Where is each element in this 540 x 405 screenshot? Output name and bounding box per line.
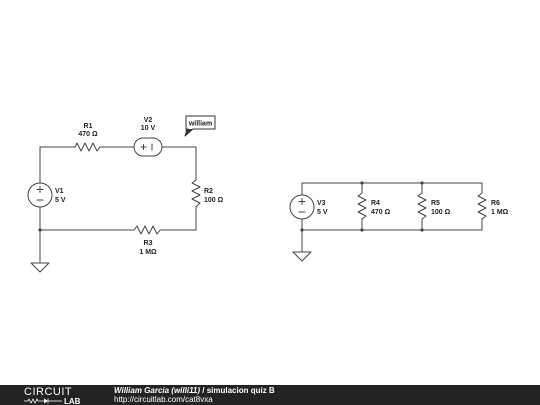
logo-top-text: CIRCUIT (24, 386, 72, 398)
footer-text: William Garcia (willi11) / simulacion qu… (114, 386, 275, 404)
v1-value: 5 V (55, 197, 66, 204)
r2-resistor[interactable] (191, 179, 201, 211)
r2-value: 100 Ω (204, 197, 224, 204)
v3-name: V3 (317, 200, 326, 207)
footer-bar: CIRCUIT LAB William Garcia (willi11) / s… (0, 385, 540, 405)
r1-resistor[interactable] (74, 142, 103, 152)
circuit-url[interactable]: http://circuitlab.com/cat8vxa (114, 395, 213, 404)
v2-name: V2 (144, 117, 153, 124)
logo-diode-icon (44, 398, 48, 404)
left-circuit-wires (39, 146, 197, 264)
junction-dot (38, 228, 42, 232)
r6-name: R6 (491, 200, 500, 207)
circuitlab-logo[interactable]: CIRCUIT LAB (24, 385, 94, 405)
junction-dot (420, 228, 424, 232)
r5-value: 100 Ω (431, 209, 451, 216)
r4-resistor[interactable] (357, 192, 367, 221)
right-circuit-wires (301, 182, 483, 253)
junction-dot (420, 181, 424, 185)
r6-value: 1 MΩ (491, 209, 509, 216)
r1-value: 470 Ω (78, 131, 98, 138)
ground-right-icon (292, 251, 312, 262)
v2-value: 10 V (141, 125, 156, 132)
r1-name: R1 (84, 123, 93, 130)
footer-title-line: William Garcia (willi11) / simulacion qu… (114, 386, 275, 395)
r3-value: 1 MΩ (139, 249, 157, 256)
junction-dot (300, 228, 304, 232)
r4-value: 470 Ω (371, 209, 391, 216)
r4-name: R4 (371, 200, 380, 207)
author-name[interactable]: William Garcia (willi11) (114, 386, 201, 395)
v3-value: 5 V (317, 209, 328, 216)
v1-name: V1 (55, 188, 64, 195)
logo-bottom-text: LAB (64, 397, 81, 405)
v1-source[interactable] (27, 182, 53, 208)
circuit-title[interactable]: simulacion quiz B (206, 386, 275, 395)
v3-source[interactable] (289, 194, 315, 220)
r5-name: R5 (431, 200, 440, 207)
schematic-canvas: william R1 470 Ω V2 10 V R2 100 Ω V1 5 V… (27, 115, 509, 273)
r2-name: R2 (204, 188, 213, 195)
title-separator: / (200, 386, 207, 395)
junction-dot (360, 181, 364, 185)
net-label-text: william (188, 121, 212, 128)
r3-name: R3 (144, 240, 153, 247)
r5-resistor[interactable] (417, 192, 427, 221)
v2-source[interactable] (133, 137, 163, 157)
junction-dot (360, 228, 364, 232)
net-label-william[interactable]: william (184, 115, 216, 137)
r3-resistor[interactable] (133, 225, 163, 235)
r6-resistor[interactable] (477, 192, 487, 221)
logo-resistor-icon (24, 398, 62, 404)
ground-left-icon (30, 262, 50, 273)
junctions (38, 181, 424, 232)
